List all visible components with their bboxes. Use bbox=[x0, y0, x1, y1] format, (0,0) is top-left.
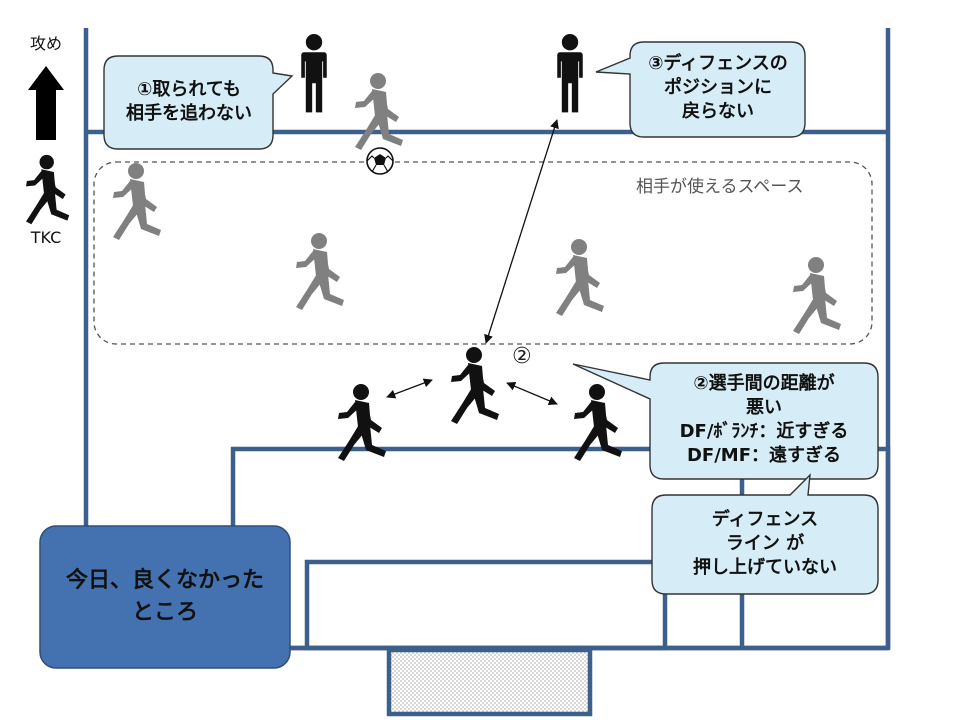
arrow-coach-to-player bbox=[484, 119, 559, 344]
running-person-icon bbox=[296, 233, 344, 310]
running-person-icon bbox=[113, 163, 161, 240]
summary-panel bbox=[39, 525, 291, 669]
standing-person-icon bbox=[301, 34, 327, 113]
running-person-icon bbox=[556, 239, 604, 316]
soccer-ball-icon bbox=[366, 147, 394, 175]
callout-line-text: ディフェンス ライン が 押し上げていない bbox=[693, 509, 837, 578]
usable-space-area bbox=[93, 161, 873, 345]
summary-panel-text: 今日、良くなかった ところ bbox=[65, 568, 264, 625]
running-person-icon bbox=[793, 257, 841, 334]
callout-return-text: ③ディフェンスの ポジションに 戻らない bbox=[648, 53, 788, 122]
callout-shape bbox=[103, 55, 294, 150]
callout-shape bbox=[651, 473, 879, 595]
callout-distance-text: ②選手間の距離が 悪い DF/ﾎﾞﾗﾝﾁ：近すぎる DF/MF：遠すぎる bbox=[679, 373, 849, 466]
callout-shape bbox=[595, 41, 806, 138]
running-person-icon bbox=[26, 154, 70, 225]
callout-chase-text: ①取られても 相手を追わない bbox=[126, 79, 252, 124]
goal-net bbox=[386, 647, 593, 717]
running-person-icon bbox=[355, 73, 403, 150]
arrow-up-icon bbox=[28, 66, 64, 140]
team-label: TKC bbox=[30, 228, 62, 247]
standing-person-icon bbox=[557, 34, 583, 113]
callout-shape bbox=[572, 362, 879, 480]
usable-space-label: 相手が使えるスペース bbox=[636, 177, 804, 197]
running-person-icon bbox=[451, 347, 499, 424]
arrow-volante-to-mf bbox=[506, 381, 558, 406]
marker-2: ② bbox=[512, 344, 532, 369]
attack-direction-label: 攻め bbox=[29, 34, 62, 53]
arrow-df-to-volante bbox=[386, 378, 433, 399]
goal-area bbox=[304, 559, 668, 651]
distance-arrows bbox=[386, 119, 559, 406]
